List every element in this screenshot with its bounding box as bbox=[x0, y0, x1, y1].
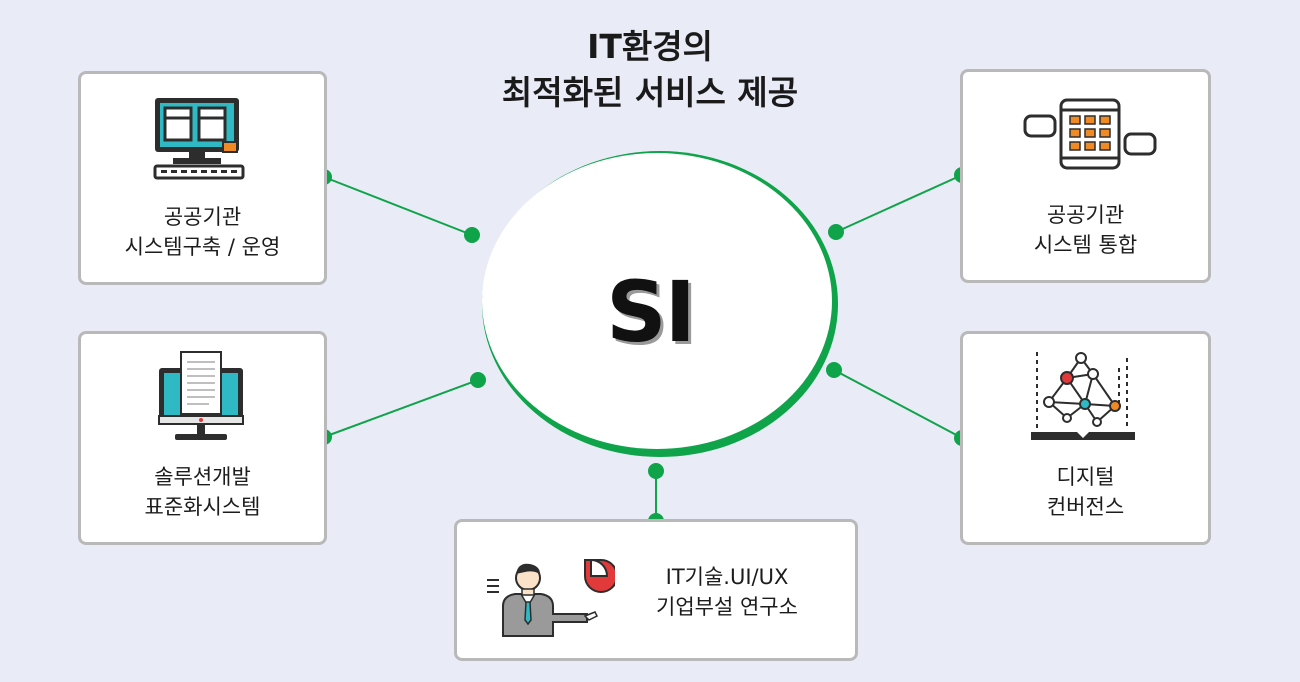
connector-dot bbox=[826, 362, 842, 378]
connector-line bbox=[323, 176, 473, 236]
card-label-line-1: 솔루션개발 bbox=[154, 465, 251, 489]
connector-dot bbox=[828, 224, 844, 240]
card-public-system-integration[interactable]: 공공기관 시스템 통합 bbox=[960, 69, 1211, 283]
connector-line bbox=[835, 174, 963, 233]
presenter-chart-icon bbox=[485, 558, 618, 642]
card-label: 공공기관 시스템구축 / 운영 bbox=[81, 202, 324, 262]
connector-dot bbox=[648, 463, 664, 479]
connector-dot bbox=[464, 227, 480, 243]
card-label: IT기술.UI/UX 기업부설 연구소 bbox=[597, 562, 857, 622]
card-label-line-1: 공공기관 bbox=[163, 205, 242, 229]
card-label-line-2: 시스템구축 / 운영 bbox=[124, 235, 281, 259]
card-label-line-1: IT기술.UI/UX bbox=[665, 565, 789, 589]
card-label: 디지털 컨버전스 bbox=[963, 462, 1208, 522]
card-label-line-1: 디지털 bbox=[1056, 465, 1115, 489]
desktop-monitor-icon bbox=[151, 96, 247, 186]
connector-line bbox=[833, 369, 963, 439]
card-label: 공공기관 시스템 통합 bbox=[963, 200, 1208, 260]
card-label-line-2: 시스템 통합 bbox=[1033, 233, 1138, 257]
card-label: 솔루션개발 표준화시스템 bbox=[81, 462, 324, 522]
network-book-icon bbox=[1027, 348, 1139, 450]
page-title: IT환경의 최적화된 서비스 제공 bbox=[430, 24, 870, 116]
card-label-line-2: 기업부설 연구소 bbox=[656, 595, 798, 619]
card-label-line-1: 공공기관 bbox=[1046, 203, 1125, 227]
card-digital-convergence[interactable]: 디지털 컨버전스 bbox=[960, 331, 1211, 545]
card-it-research-lab[interactable]: IT기술.UI/UX 기업부설 연구소 bbox=[454, 519, 858, 661]
connector-line bbox=[323, 379, 479, 438]
center-ellipse bbox=[482, 153, 832, 449]
center-label: SI bbox=[606, 263, 696, 361]
card-label-line-2: 컨버전스 bbox=[1046, 495, 1125, 519]
title-line-1: IT환경의 bbox=[587, 27, 713, 66]
connector-dot bbox=[470, 372, 486, 388]
card-public-system-build[interactable]: 공공기관 시스템구축 / 운영 bbox=[78, 71, 327, 285]
tablet-integration-icon bbox=[1023, 98, 1157, 174]
card-solution-development[interactable]: 솔루션개발 표준화시스템 bbox=[78, 331, 327, 545]
card-label-line-2: 표준화시스템 bbox=[144, 495, 261, 519]
document-monitor-icon bbox=[157, 350, 247, 446]
title-line-2: 최적화된 서비스 제공 bbox=[501, 73, 799, 112]
